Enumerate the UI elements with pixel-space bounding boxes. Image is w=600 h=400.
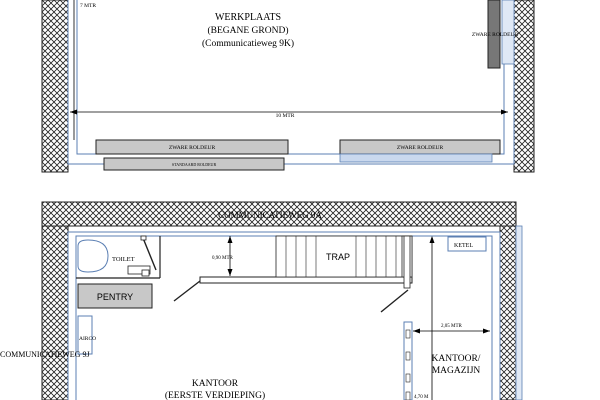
office-label-2: (EERSTE VERDIEPING) bbox=[165, 390, 265, 400]
ground-subtitle: (BEGANE GROND) bbox=[207, 25, 288, 36]
pantry-counter bbox=[77, 283, 153, 309]
door-right bbox=[487, 0, 501, 69]
street-top-label: COMMUNICATIEWEG 9A bbox=[218, 210, 322, 220]
door-bottom-left bbox=[95, 139, 289, 155]
stairs bbox=[275, 235, 413, 289]
ketel-label: KETEL bbox=[454, 243, 473, 249]
dim-10-mtr: 10 MTR bbox=[276, 113, 295, 119]
toilet-label: TOILET bbox=[112, 256, 135, 263]
street-left-label: COMMUNICATIEWEG 9J bbox=[0, 350, 90, 359]
stairs-label: TRAP bbox=[326, 252, 350, 262]
office-storage-label-1: KANTOOR/ bbox=[432, 354, 481, 364]
door-standard bbox=[103, 157, 285, 171]
dim-090-mtr: 0,90 MTR bbox=[212, 256, 234, 261]
dim-470-m: 4,70 M bbox=[414, 395, 429, 400]
partition-wall bbox=[403, 321, 413, 400]
dim-205-mtr: 2,05 MTR bbox=[441, 324, 463, 329]
ground-title: WERKPLAATS bbox=[215, 12, 281, 23]
first-right-wall bbox=[499, 225, 517, 400]
airco-unit bbox=[77, 315, 93, 355]
door-bottom-left-label: ZWARE ROLDEUR bbox=[169, 145, 216, 151]
ground-floor: 7 MTR 10 MTR WERKPLAATS (BEGANE GROND) (… bbox=[41, 0, 535, 173]
pantry-label: PENTRY bbox=[97, 292, 133, 302]
airco-label: AIRCO bbox=[79, 336, 96, 342]
door-right-label: ZWARE ROLDEUR bbox=[472, 32, 519, 38]
first-floor: COMMUNICATIEWEG 9A TOILET PENTRY AIRCO C… bbox=[0, 201, 523, 400]
ground-inner-outline bbox=[67, 0, 515, 165]
ground-left-wall bbox=[41, 0, 69, 173]
toilet-fixture bbox=[77, 239, 109, 273]
ketel-box bbox=[447, 236, 487, 252]
office-storage-label-2: MAGAZIJN bbox=[432, 366, 481, 376]
ground-address: (Communicatieweg 9K) bbox=[202, 38, 294, 49]
first-left-wall bbox=[41, 225, 69, 400]
stair-wall bbox=[199, 276, 413, 284]
dim-7-mtr: 7 MTR bbox=[80, 3, 96, 9]
first-top-wall bbox=[41, 201, 517, 227]
door-standard-label: STANDAARD ROLDEUR bbox=[172, 162, 217, 167]
ground-right-wall bbox=[513, 0, 535, 173]
door-bottom-right-label: ZWARE ROLDEUR bbox=[397, 145, 444, 151]
office-label-1: KANTOOR bbox=[192, 379, 239, 389]
